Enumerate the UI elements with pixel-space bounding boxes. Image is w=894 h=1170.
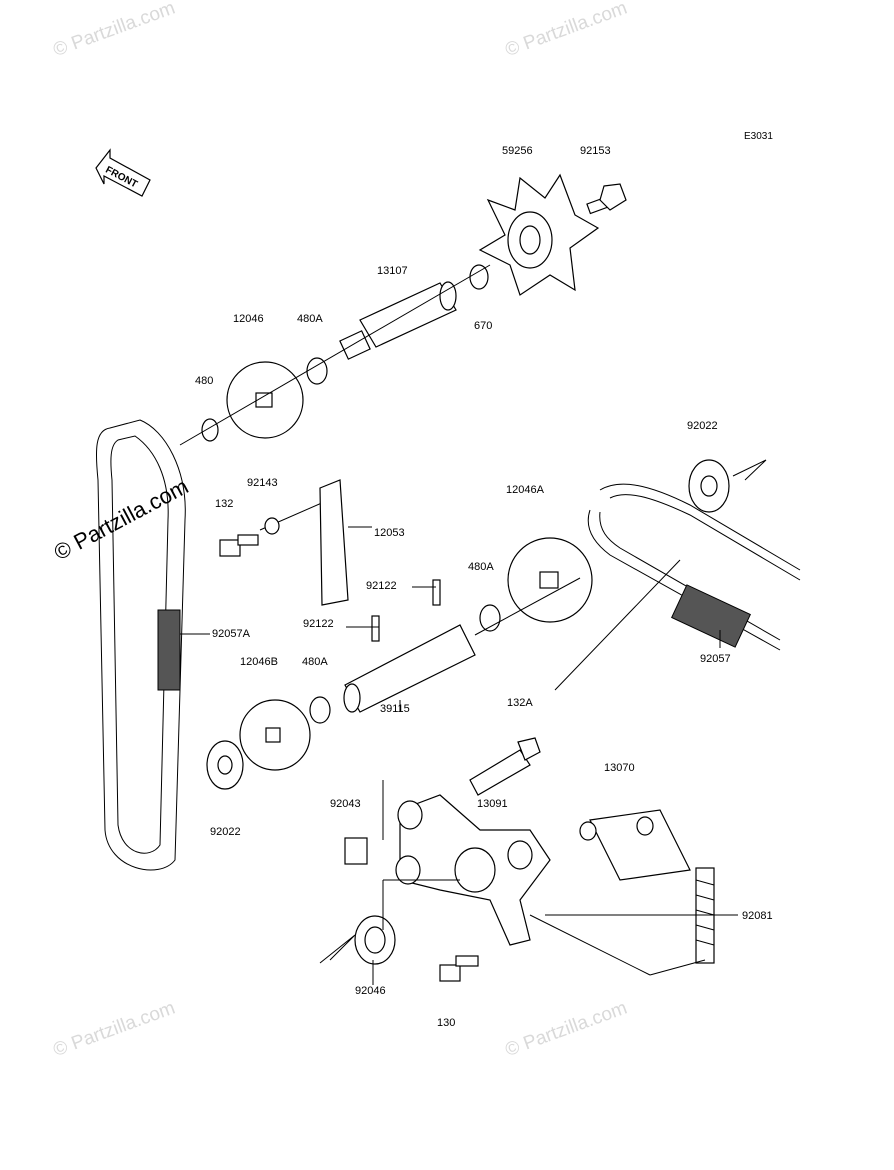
label-92057: 92057	[700, 653, 731, 665]
label-92046: 92046	[355, 985, 386, 997]
label-92143: 92143	[247, 477, 278, 489]
diagram-code: E3031	[744, 131, 773, 142]
label-13091: 13091	[477, 798, 508, 810]
circlip-480	[201, 418, 219, 442]
lever-13070	[579, 809, 691, 881]
label-39115: 39115	[380, 703, 410, 715]
bearing-92046	[354, 915, 396, 965]
label-132a: 132A	[507, 697, 533, 709]
label-12053: 12053	[374, 527, 405, 539]
sprocket-12046	[226, 361, 304, 439]
label-480a-low: 480A	[302, 656, 328, 668]
label-12046b: 12046B	[240, 656, 278, 668]
label-92122-lower: 92122	[303, 618, 334, 630]
label-92057a: 92057A	[212, 628, 250, 640]
bolt-130	[439, 955, 479, 982]
bracket-13091	[395, 794, 551, 946]
label-12046a: 12046A	[506, 484, 544, 496]
bolt-132a	[469, 737, 541, 796]
pin-92043	[344, 837, 368, 865]
collar-92143	[264, 517, 280, 535]
plate-12053	[319, 479, 349, 606]
circlip-480a-low	[309, 696, 331, 724]
bolt-132	[219, 534, 259, 557]
chain-loop-right	[587, 483, 801, 651]
label-480a-top: 480A	[297, 313, 323, 325]
label-92022-left: 92022	[210, 826, 241, 838]
label-92043: 92043	[330, 798, 361, 810]
fan-59256	[478, 173, 600, 296]
label-12046: 12046	[233, 313, 264, 325]
ring-670	[469, 264, 489, 290]
pin-92122-upper	[432, 579, 441, 606]
label-670: 670	[474, 320, 493, 332]
bolt-92153	[586, 183, 627, 215]
label-13107: 13107	[377, 265, 408, 277]
shaft-13107	[339, 281, 457, 360]
label-59256: 59256	[502, 145, 533, 157]
label-480a-mid: 480A	[468, 561, 494, 573]
label-92022-right: 92022	[687, 420, 718, 432]
pin-92122-lower	[371, 615, 380, 642]
label-130: 130	[437, 1017, 456, 1029]
label-480: 480	[195, 375, 214, 387]
label-92081: 92081	[742, 910, 773, 922]
label-13070: 13070	[604, 762, 635, 774]
shaft-39115	[343, 624, 476, 713]
chain-loop-left	[95, 419, 186, 871]
front-arrow-icon	[95, 148, 151, 197]
label-92153: 92153	[580, 145, 611, 157]
label-132: 132	[215, 498, 234, 510]
label-92122-upper: 92122	[366, 580, 397, 592]
